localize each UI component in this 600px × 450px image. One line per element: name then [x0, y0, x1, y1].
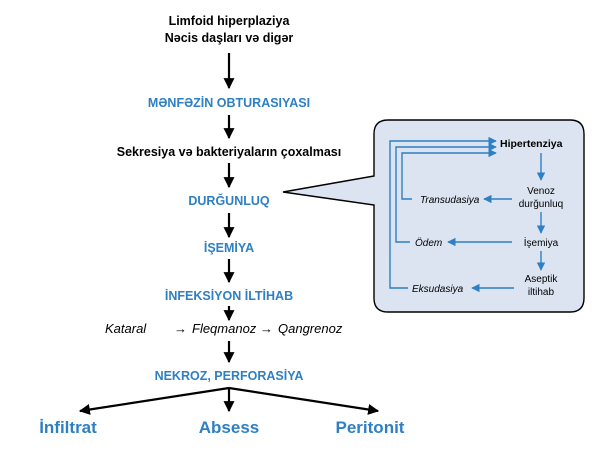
- callout-transudation: Transudasiya: [420, 195, 480, 206]
- obstruction-label: MƏNFƏZİN OBTURASIYASI: [148, 95, 310, 110]
- callout-loop-edema: [395, 142, 497, 243]
- callout-venous-line2: durğunluq: [519, 199, 563, 210]
- callout-loop-transudation: [401, 148, 497, 200]
- outcome-abscess: Absess: [199, 418, 259, 437]
- callout-edema: Ödem: [415, 237, 442, 249]
- secretion-label: Sekresiya və bakteriyaların çoxalması: [117, 145, 341, 159]
- form-phlegmonous: Fleqmanoz: [192, 321, 257, 336]
- inflammation-forms-row: Kataral → Fleqmanoz → Qangrenoz: [105, 321, 343, 336]
- form-gangrenous: Qangrenoz: [278, 321, 343, 336]
- start-cause-line1: Limfoid hiperplaziya: [169, 14, 291, 28]
- form-arrow-2: →: [260, 321, 273, 336]
- callout-ischemia: İşemiya: [524, 236, 559, 249]
- callout-venous-line1: Venoz: [527, 186, 555, 197]
- branch-arrow-left: [78, 386, 230, 415]
- stasis-label: DURĞUNLUQ: [188, 193, 270, 208]
- callout-aseptic-line2: iltihab: [528, 287, 555, 298]
- form-catarrhal: Kataral: [105, 321, 147, 336]
- outcome-peritonitis: Peritonit: [336, 418, 405, 437]
- callout-aseptic-line1: Aseptik: [525, 274, 559, 285]
- callout-exudation: Eksudasiya: [412, 284, 464, 295]
- start-cause-line2: Nəcis daşları və digər: [165, 31, 294, 45]
- infection-label: İNFEKSİYON İLTİHAB: [165, 288, 293, 303]
- form-arrow-1: →: [174, 321, 187, 336]
- ischemia-label: İŞEMİYA: [204, 240, 254, 255]
- callout-loop-exudation: [389, 136, 497, 289]
- callout-bubble: [282, 119, 585, 313]
- callout-hypertension: Hipertenziya: [500, 138, 563, 150]
- outcome-infiltrate: İnfiltrat: [39, 418, 97, 437]
- necrosis-label: NEKROZ, PERFORASİYA: [155, 368, 304, 383]
- branch-arrow-right: [228, 386, 380, 415]
